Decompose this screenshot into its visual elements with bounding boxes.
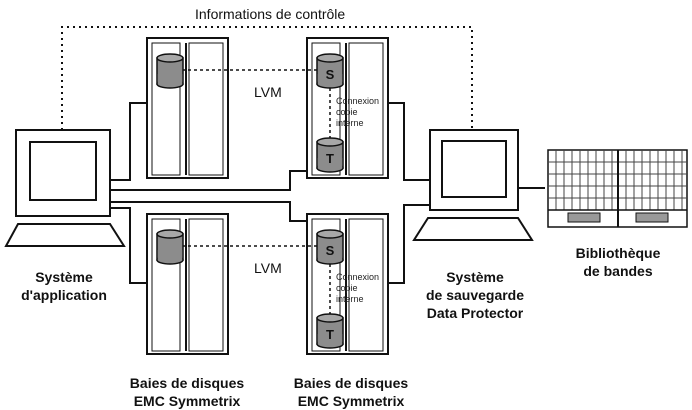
internal-copy-label-top: Connexion copie interne [336,96,379,129]
disk-target-letter: T [326,327,334,342]
control-info-dotted-loop [61,26,473,130]
disk-array-line-1: Baies de disques [293,375,409,391]
backup-system-line-3: Data Protector [426,305,524,321]
tape-library-line-1: Bibliothèque [575,245,661,261]
lvm-label-top: LVM [254,84,282,100]
backup-system-label: Système de sauvegarde Data Protector [414,268,536,322]
disk-target-letter: T [326,151,334,166]
internal-copy-line-3: interne [336,118,364,128]
disk-source-top: S [316,53,344,89]
disk-source-letter: S [326,243,335,258]
backup-system-computer [412,129,534,241]
disk-top-left [156,53,184,89]
disk-array-top-left [146,37,229,179]
control-info-label: Informations de contrôle [192,6,349,22]
internal-copy-line-2: copie [336,283,358,293]
disk-source-bottom: S [316,229,344,265]
application-system-label: Système d'application [8,268,120,304]
disk-target-bottom: T [316,313,344,349]
internal-copy-label-bottom: Connexion copie interne [336,272,379,305]
tape-library-label: Bibliothèque de bandes [558,244,678,280]
backup-system-line-2: de sauvegarde [425,287,525,303]
tape-library [547,149,688,228]
disk-bottom-left [156,229,184,265]
lvm-label-bottom: LVM [254,260,282,276]
disk-array-line-2: EMC Symmetrix [297,393,405,409]
tape-library-line-2: de bandes [583,263,653,279]
disk-array-label-right: Baies de disques EMC Symmetrix [284,374,418,410]
internal-copy-line-1: Connexion [336,272,380,282]
internal-copy-line-3: interne [336,294,364,304]
connection-lines [110,102,545,284]
disk-array-line-1: Baies de disques [129,375,245,391]
application-system-computer [4,129,126,247]
disk-source-letter: S [326,67,335,82]
internal-copy-line-2: copie [336,107,358,117]
application-system-line-2: d'application [21,287,107,303]
application-system-line-1: Système [35,269,93,285]
internal-copy-line-1: Connexion [336,96,380,106]
disk-target-top: T [316,137,344,173]
disk-array-label-left: Baies de disques EMC Symmetrix [120,374,254,410]
backup-system-line-1: Système [446,269,504,285]
disk-array-line-2: EMC Symmetrix [133,393,241,409]
